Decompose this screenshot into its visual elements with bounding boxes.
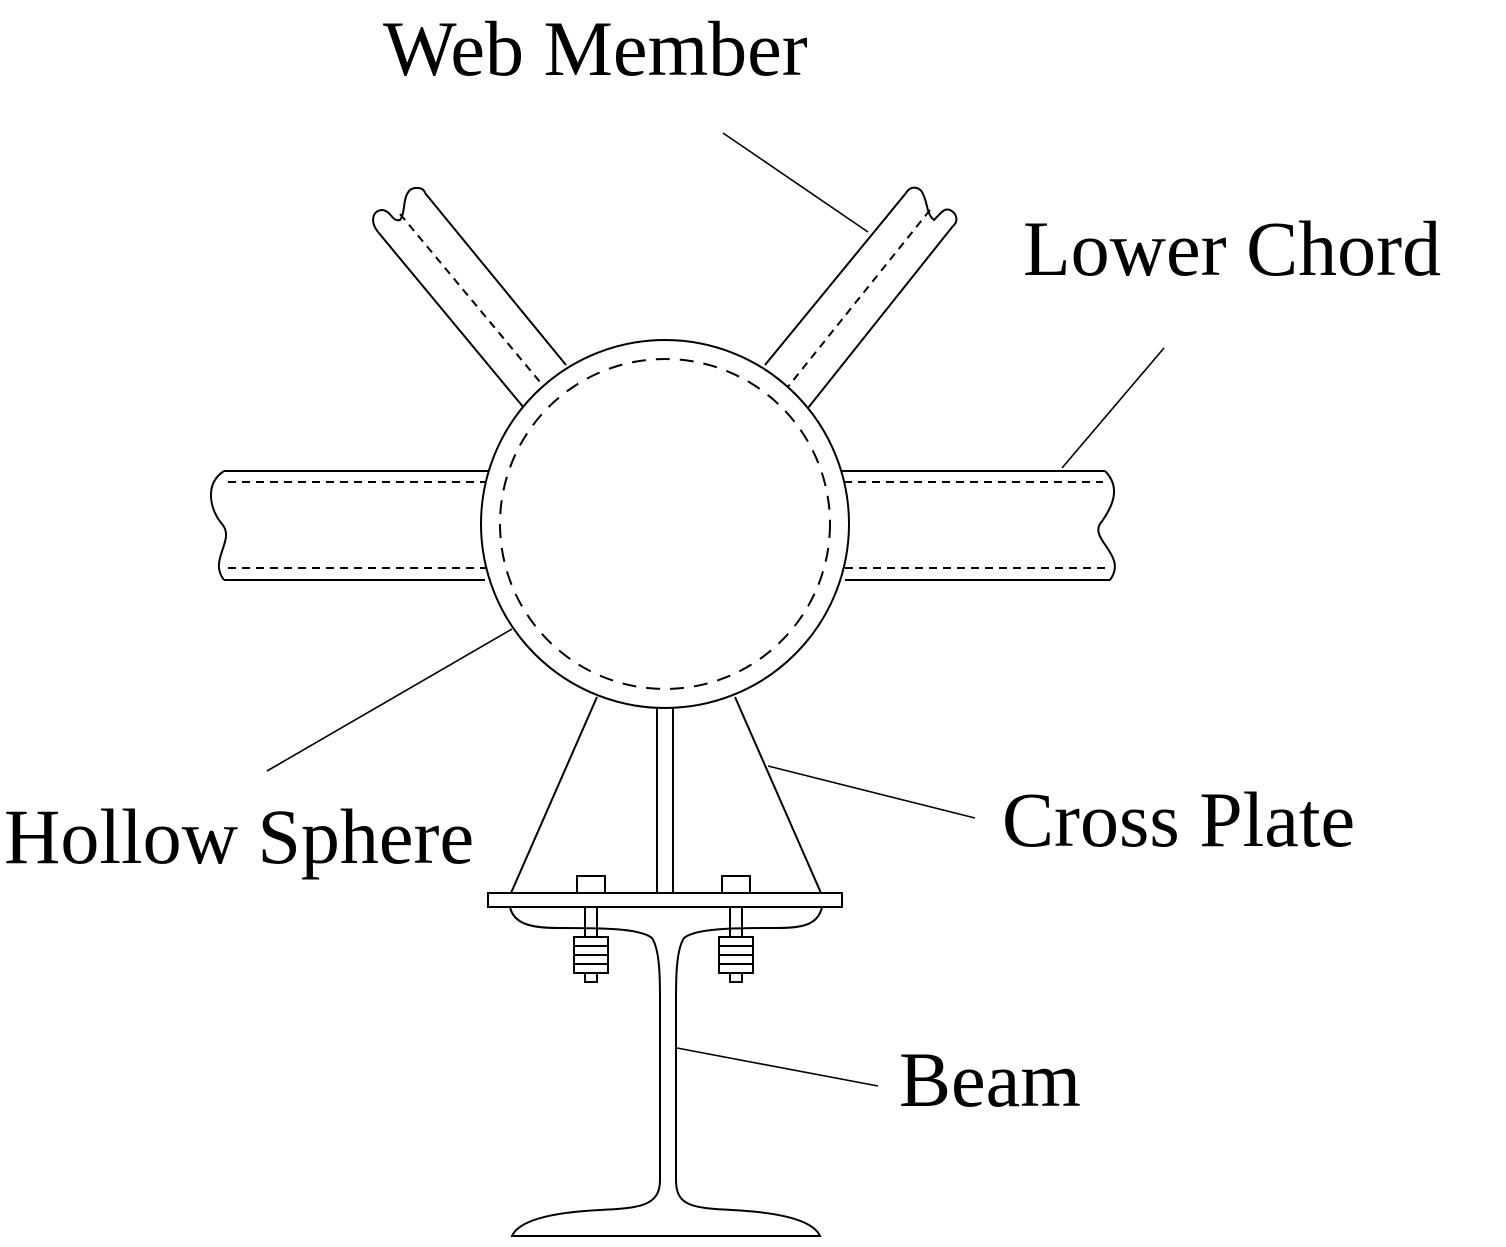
lower-chord-left	[211, 471, 490, 580]
label-lower-chord: Lower Chord	[1023, 205, 1442, 292]
leader-beam	[677, 1048, 878, 1086]
label-web-member: Web Member	[383, 5, 808, 92]
web-member-right	[765, 188, 956, 408]
hollow-sphere	[481, 340, 849, 708]
leader-cross-plate	[768, 766, 975, 818]
leader-lower-chord	[1062, 348, 1164, 468]
leader-hollow-sphere	[267, 629, 512, 771]
cross-plate	[488, 697, 842, 907]
beam	[510, 907, 822, 1236]
leader-web-member	[723, 133, 868, 232]
web-member-left	[373, 188, 566, 408]
label-beam: Beam	[899, 1036, 1081, 1123]
bolt-left	[574, 876, 608, 982]
label-cross-plate: Cross Plate	[1002, 776, 1356, 863]
bolt-right	[719, 876, 753, 982]
lower-chord-right	[842, 471, 1115, 580]
label-hollow-sphere: Hollow Sphere	[4, 793, 475, 880]
